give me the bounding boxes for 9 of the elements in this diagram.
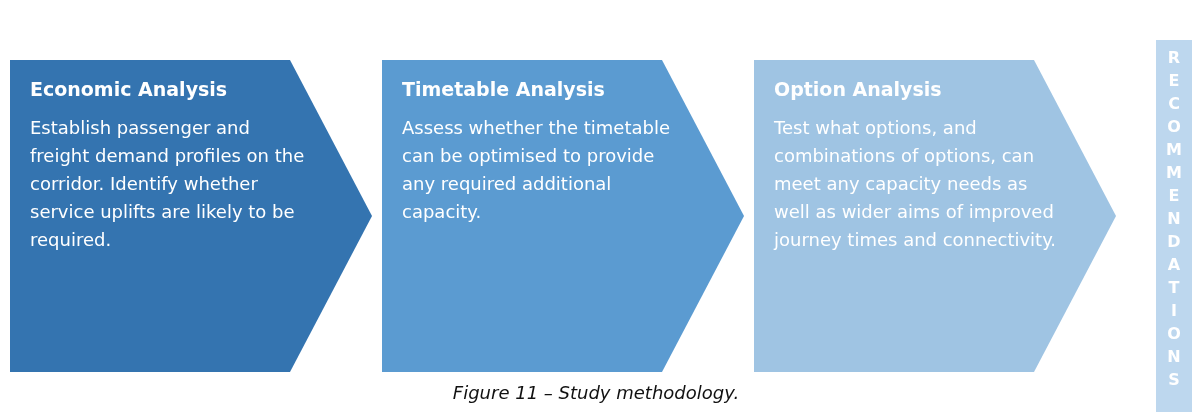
figure-caption: Figure 11 – Study methodology.: [451, 382, 741, 403]
step-description: Test what options, and combinations of options, can meet any capacity needs as well as wider aims of improved journey times and connectivity.: [774, 116, 1056, 252]
band-label: RECOMMENDATIONS: [1166, 47, 1182, 391]
step-heading: Economic Analysis: [30, 77, 229, 102]
vertical-band: [1156, 40, 1192, 412]
step-description: Establish passenger and freight demand profiles on the corridor. Identify whether service uplifts are likely to be required.: [30, 116, 306, 252]
step-description: Assess whether the timetable can be optimised to provide any required additional capacity.: [402, 116, 671, 224]
step-heading: Option Analysis: [774, 77, 943, 102]
step-heading: Timetable Analysis: [402, 77, 606, 102]
